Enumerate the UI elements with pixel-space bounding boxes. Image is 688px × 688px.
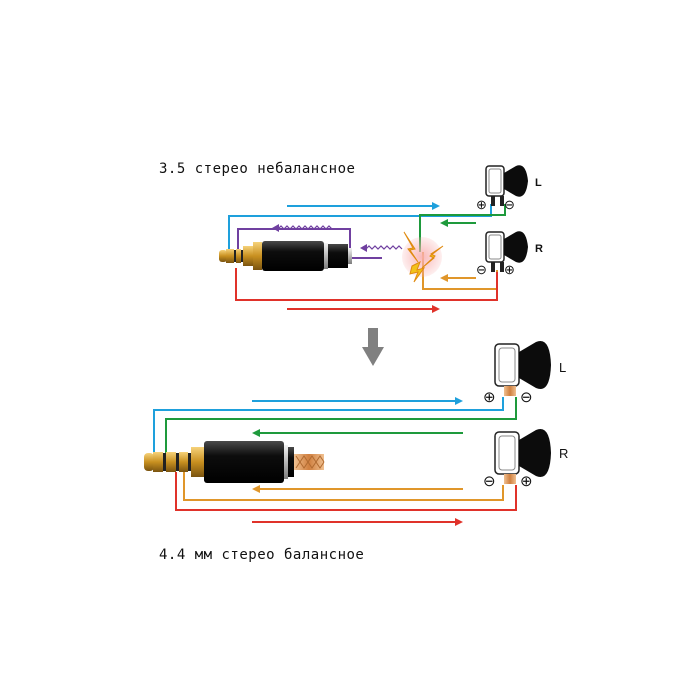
bottom-green-arrow	[252, 429, 463, 437]
top-right-label: R	[535, 243, 543, 255]
top-3-5mm-plug-icon	[219, 241, 352, 271]
bottom-balanced-diagram: L ⊕ ⊖ R ⊖ ⊕	[144, 340, 568, 526]
top-right-earphone-icon	[485, 231, 528, 272]
bottom-right-plus-icon: ⊕	[520, 473, 533, 490]
top-orange-arrow	[440, 274, 476, 282]
interference-spark-icon	[402, 231, 444, 283]
top-unbalanced-diagram: L ⊕ ⊖ R ⊖ ⊕	[219, 165, 543, 313]
top-red-wire	[235, 268, 498, 301]
down-arrow-icon	[362, 328, 384, 366]
bottom-4-4mm-plug-icon	[144, 441, 325, 483]
bottom-caption: 4.4 мм стерео балансное	[159, 547, 365, 563]
bottom-left-plus-icon: ⊕	[483, 389, 496, 406]
bottom-left-minus-icon: ⊖	[520, 389, 533, 406]
top-green-arrow	[440, 219, 476, 227]
bottom-red-wire	[175, 472, 517, 511]
bottom-red-arrow	[252, 518, 463, 526]
bottom-green-wire	[165, 397, 517, 453]
bottom-right-minus-icon: ⊖	[483, 473, 496, 490]
bottom-left-label: L	[559, 360, 566, 375]
top-right-minus-icon: ⊖	[476, 262, 487, 277]
bottom-left-earphone-icon	[494, 340, 551, 396]
top-noise-arrow-upper	[272, 224, 333, 232]
top-left-plus-icon: ⊕	[476, 197, 487, 212]
top-blue-wire	[228, 204, 492, 257]
top-blue-arrow	[287, 202, 440, 210]
top-purple-wire	[237, 228, 382, 259]
top-left-minus-icon: ⊖	[504, 197, 515, 212]
bottom-right-label: R	[559, 446, 568, 461]
bottom-blue-arrow	[252, 397, 463, 405]
top-red-arrow	[287, 305, 440, 313]
bottom-right-earphone-icon	[494, 428, 551, 484]
bottom-blue-wire	[153, 397, 504, 453]
top-noise-arrow-lower	[360, 244, 403, 252]
top-right-plus-icon: ⊕	[504, 262, 515, 277]
top-left-label: L	[535, 177, 542, 189]
top-caption: 3.5 стерео небалансное	[159, 161, 356, 177]
bottom-orange-wire	[183, 472, 504, 501]
bottom-orange-arrow	[252, 485, 463, 493]
top-left-earphone-icon	[485, 165, 528, 206]
top-green-wire	[419, 204, 506, 252]
